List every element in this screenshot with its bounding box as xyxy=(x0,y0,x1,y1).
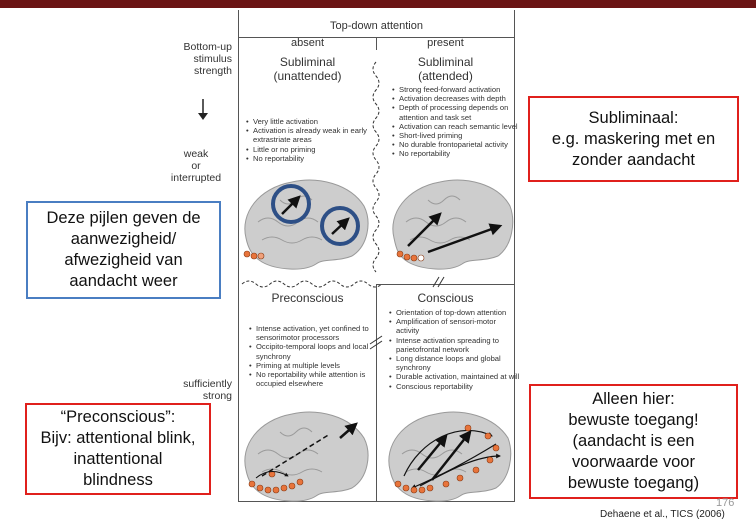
column-present-header: present xyxy=(427,37,464,49)
subliminal-unattended-title: Subliminal (unattended) xyxy=(273,55,342,83)
brain-subliminal-attended xyxy=(392,179,514,270)
list-item: No reportability xyxy=(246,154,378,163)
table-left-border xyxy=(238,10,239,501)
unattended-bullet-list: Very little activation Activation is alr… xyxy=(245,117,378,163)
list-item: Intense activation spreading to parietof… xyxy=(389,336,520,354)
list-item: No durable frontoparietal activity xyxy=(392,140,521,149)
list-item: No reportability while attention is occu… xyxy=(249,370,378,388)
wavy-vertical-separator xyxy=(372,61,380,273)
list-item: Little or no priming xyxy=(246,145,378,154)
table-conscious-left-line xyxy=(376,284,377,501)
break-mark-icon xyxy=(369,276,445,350)
attended-bullet-list: Strong feed-forward activation Activatio… xyxy=(391,85,521,159)
list-item: Long distance loops and global synchrony xyxy=(389,354,520,372)
weak-interrupted-label: weak or interrupted xyxy=(170,148,222,184)
list-item: Durable activation, maintained at will xyxy=(389,372,520,381)
table-right-border xyxy=(514,10,515,501)
column-absent-header: absent xyxy=(290,37,325,49)
list-item: Amplification of sensori-motor activity xyxy=(389,317,520,335)
down-arrow-icon xyxy=(198,99,208,120)
attention-circle-icon xyxy=(271,184,311,224)
table-column-divider-top xyxy=(376,37,377,50)
list-item: Intense activation, yet confined to sens… xyxy=(249,324,378,342)
callout-subliminaal: Subliminaal: e.g. maskering met en zonde… xyxy=(528,96,739,182)
bottom-up-strength-label: Bottom-up stimulus strength xyxy=(183,41,232,77)
top-down-attention-header: Top-down attention xyxy=(330,20,423,32)
callout-attention-arrows: Deze pijlen geven de aanwezigheid/ afwez… xyxy=(26,201,221,299)
brain-subliminal-unattended xyxy=(243,179,369,270)
sufficiently-strong-label: sufficiently strong xyxy=(183,378,232,402)
list-item: Depth of processing depends on attention… xyxy=(392,103,521,121)
list-item: Short-lived priming xyxy=(392,131,521,140)
table-bottom-line xyxy=(238,501,515,502)
brain-conscious xyxy=(388,411,512,502)
list-item: Activation can reach semantic level xyxy=(392,122,521,131)
table-conscious-top-line xyxy=(376,284,515,285)
list-item: Priming at multiple levels xyxy=(249,361,378,370)
conscious-bullet-list: Orientation of top-down attention Amplif… xyxy=(388,308,520,391)
page-number: 176 xyxy=(716,497,735,509)
brain-preconscious xyxy=(244,411,369,502)
wavy-horizontal-separator xyxy=(241,280,383,288)
citation: Dehaene et al., TICS (2006) xyxy=(600,509,725,520)
list-item: Strong feed-forward activation xyxy=(392,85,521,94)
callout-alleen-hier: Alleen hier: bewuste toegang! (aandacht … xyxy=(529,384,738,499)
list-item: Orientation of top-down attention xyxy=(389,308,520,317)
list-item: Occipito-temporal loops and local synchr… xyxy=(249,342,378,360)
list-item: No reportability xyxy=(392,149,521,158)
preconscious-title: Preconscious xyxy=(271,291,344,305)
conscious-title: Conscious xyxy=(417,291,474,305)
slide-top-bar xyxy=(0,0,756,8)
subliminal-attended-title: Subliminal (attended) xyxy=(417,55,474,83)
list-item: Very little activation xyxy=(246,117,378,126)
attention-circle-icon xyxy=(320,206,360,246)
list-item: Activation decreases with depth xyxy=(392,94,521,103)
preconscious-bullet-list: Intense activation, yet confined to sens… xyxy=(248,324,378,388)
callout-preconscious: “Preconscious”: Bijv: attentional blink,… xyxy=(25,403,211,495)
list-item: Conscious reportability xyxy=(389,382,520,391)
list-item: Activation is already weak in early extr… xyxy=(246,126,378,144)
